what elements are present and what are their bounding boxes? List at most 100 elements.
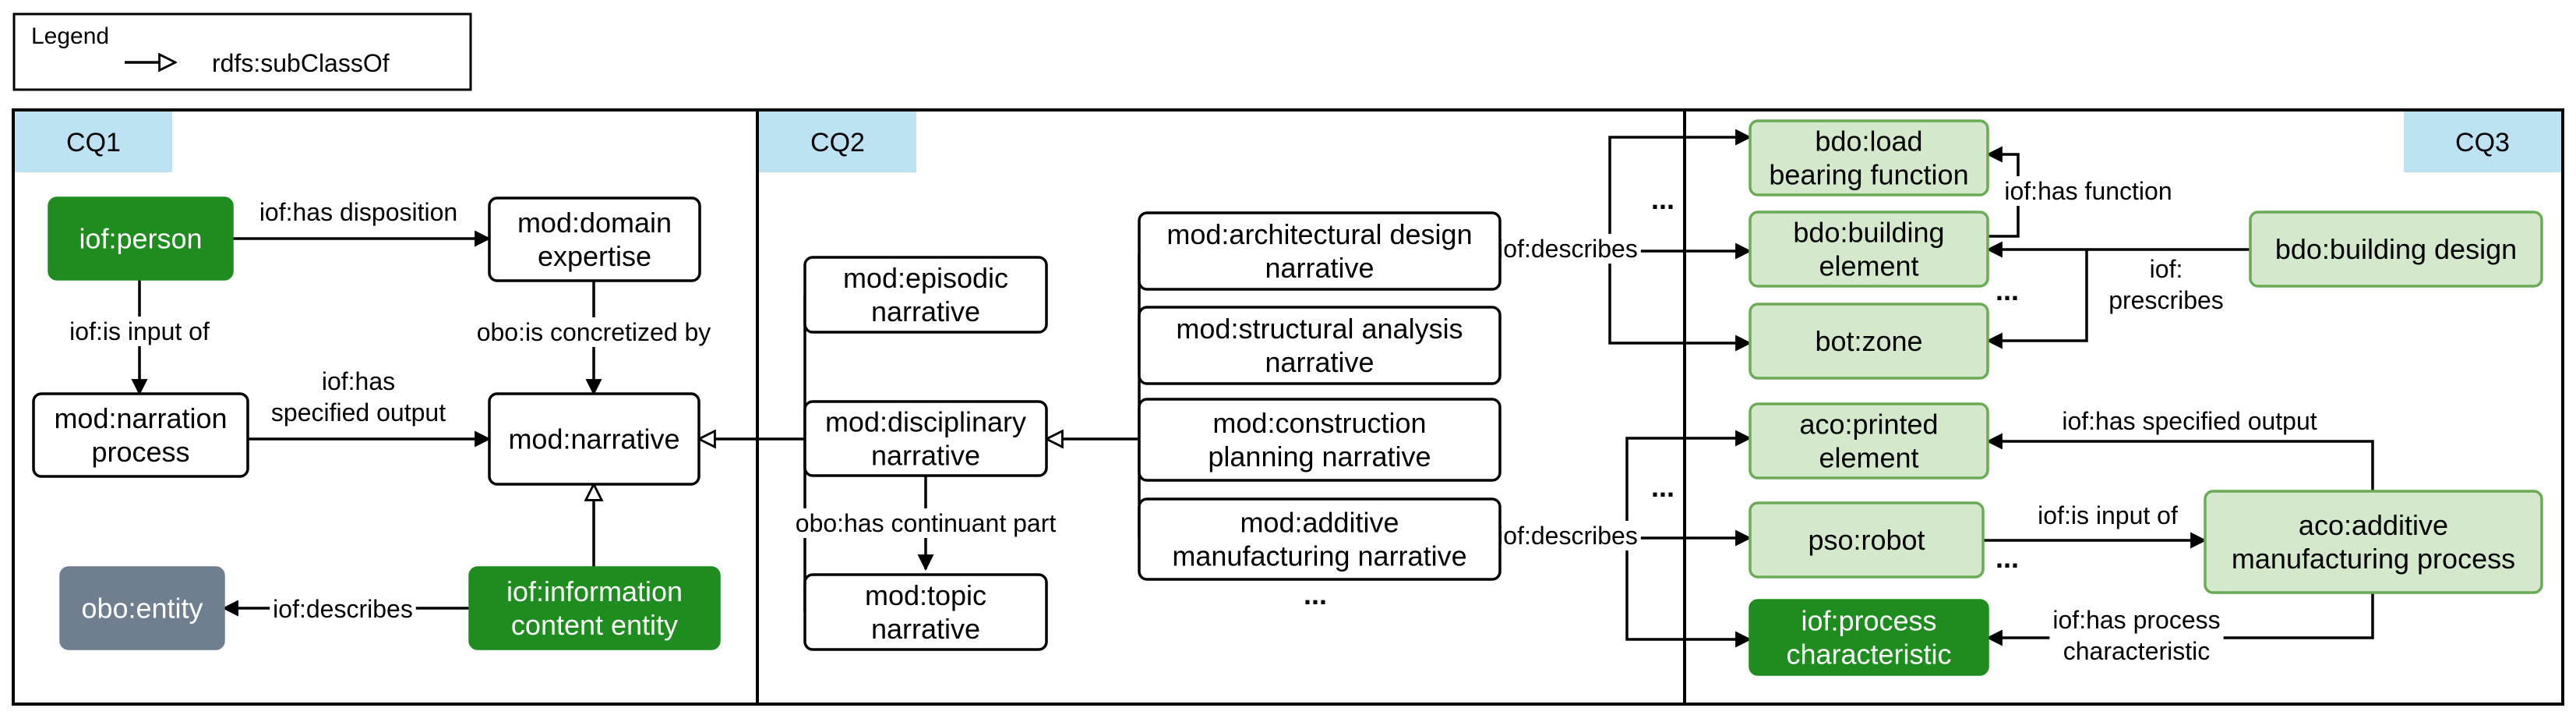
edge-label-line: iof:is input of — [69, 317, 210, 345]
panel-frame — [12, 108, 2564, 706]
node-box — [1138, 398, 1501, 482]
edge-label-line: iof:has specified output — [2062, 407, 2317, 435]
edge-label-line: iof: — [2150, 255, 2183, 283]
edge-label-has-function: iof:has function — [2001, 176, 2175, 206]
panel-tab-cq3 — [2404, 111, 2561, 172]
node-box — [803, 573, 1048, 651]
edge-describes-3-down — [1625, 538, 1752, 648]
node-bot-zone: bot:zone — [1749, 303, 1989, 380]
node-label-line: element — [1819, 250, 1918, 282]
ellipsis-mark: ... — [1996, 274, 2019, 306]
node-label-line: mod:structural analysis — [1176, 313, 1463, 345]
edge-label-describes-3: iof:describes — [1494, 521, 1641, 550]
edge-prescribes-down — [1985, 250, 2088, 349]
node-box — [2249, 211, 2543, 288]
edge-label-line: iof:is input of — [2038, 501, 2178, 529]
node-label-line: narrative — [1265, 252, 1374, 284]
node-label-line: bearing function — [1769, 159, 1968, 191]
edge-label-line: iof:has function — [2004, 177, 2172, 205]
edge-has-specified-output-2 — [1985, 433, 2374, 491]
panel-label-cq1: CQ1 — [66, 128, 121, 158]
ellipsis-mark: ... — [1996, 542, 2019, 574]
node-label-line: mod:domain — [517, 207, 672, 239]
node-iof-person: iof:person — [48, 196, 234, 281]
node-mod-narrative: mod:narrative — [488, 392, 700, 486]
edge-label-line: iof:has disposition — [259, 198, 457, 226]
ellipses: ............... — [1304, 183, 2019, 611]
node-label-line: process — [91, 436, 189, 468]
node-label-line: element — [1819, 442, 1918, 474]
edge-label-bg — [2059, 406, 2320, 436]
node-label-line: characteristic — [1786, 639, 1951, 671]
node-label-line: manufacturing process — [2232, 543, 2515, 575]
legend-subclass-label: rdfs:subClassOf — [212, 49, 390, 77]
node-box — [1138, 306, 1501, 385]
node-label-line: iof:person — [79, 223, 202, 255]
edge-label-bg — [270, 594, 416, 624]
node-label-line: mod:narrative — [508, 423, 679, 455]
edge-label-describes-2: iof:describes — [1494, 234, 1641, 264]
node-label-line: mod:construction — [1212, 407, 1426, 439]
edge-label-bg — [2105, 254, 2227, 315]
node-box — [1138, 497, 1501, 581]
node-label-line: pso:robot — [1808, 524, 1925, 556]
legend-title: Legend — [31, 23, 109, 49]
node-label-line: mod:additive — [1240, 507, 1399, 539]
edge-label-bg — [1494, 234, 1641, 264]
panels: CQ1 CQ2 CQ3 — [12, 108, 2564, 706]
panel-tab-cq1 — [15, 111, 172, 172]
edge-label-line: iof:has process — [2052, 606, 2220, 634]
legend: Legend rdfs:subClassOf — [12, 12, 472, 91]
edge-label-line: specified output — [271, 398, 446, 427]
node-label-line: mod:disciplinary — [825, 406, 1026, 438]
node-label-line: narrative — [871, 440, 980, 472]
panel-label-cq3: CQ3 — [2455, 128, 2510, 158]
edge-label-line: iof:describes — [1498, 522, 1638, 550]
edge-describes-2-down — [1608, 251, 1752, 352]
edge-label-bg — [2034, 501, 2181, 530]
edge-label-bg — [2001, 176, 2175, 206]
edge-label-prescribes: iof:prescribes — [2105, 254, 2227, 315]
node-label-line: mod:topic — [865, 579, 986, 611]
node-label-line: expertise — [538, 240, 651, 272]
node-label-line: manufacturing narrative — [1172, 540, 1466, 572]
edge-label-is-input-of-2: iof:is input of — [2034, 501, 2181, 530]
edge-label-line: iof:describes — [273, 595, 413, 623]
edge-label-describes-1: iof:describes — [270, 594, 416, 624]
node-box — [1749, 303, 1989, 380]
node-label-line: narrative — [871, 296, 980, 327]
edge-label-bg — [267, 366, 450, 427]
edge-label-has-continuant-part: obo:has continuant part — [792, 508, 1060, 538]
edge-label-line: iof:describes — [1498, 235, 1638, 263]
edge-describes-2-up — [1608, 129, 1752, 251]
edge-label-bg — [2049, 605, 2224, 666]
node-box — [803, 400, 1048, 477]
node-label-line: narrative — [1265, 346, 1374, 378]
ellipsis-mark: ... — [1304, 579, 1327, 611]
node-bdo-building-design: bdo:building design — [2249, 211, 2543, 288]
node-box — [59, 566, 225, 650]
ellipsis-mark: ... — [1651, 183, 1674, 215]
node-label-line: bdo:load — [1815, 126, 1922, 158]
node-label-line: bdo:building — [1793, 217, 1944, 249]
edge-label-bg — [66, 317, 213, 346]
edge-describes-3-up — [1625, 430, 1752, 538]
node-label-line: bdo:building design — [2275, 233, 2517, 265]
node-box — [2204, 490, 2543, 594]
node-box — [48, 196, 234, 281]
